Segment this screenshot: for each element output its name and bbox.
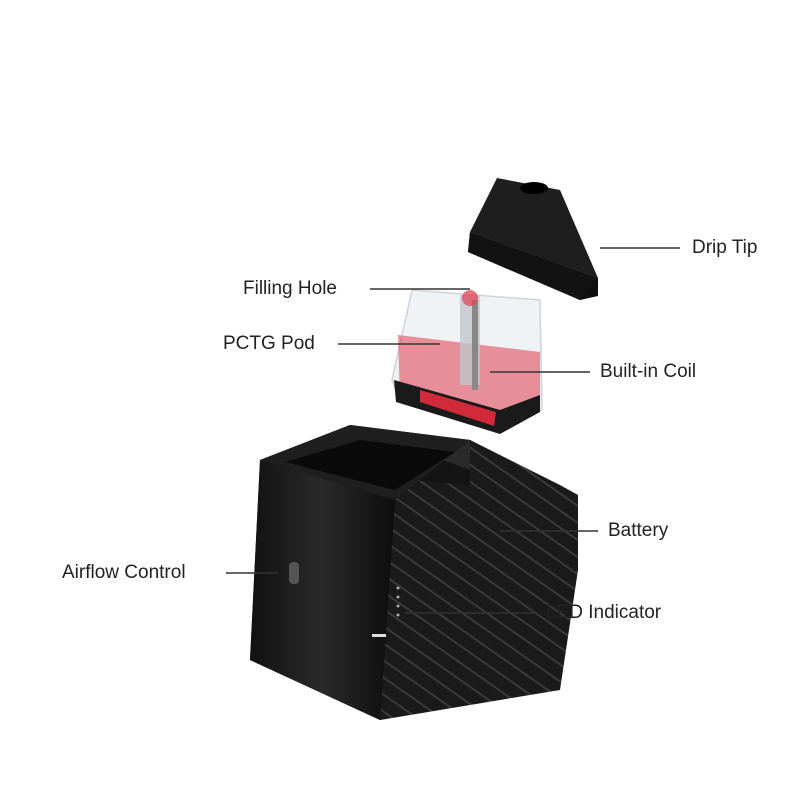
label-built-in-coil: Built-in Coil: [600, 361, 697, 382]
battery-body: [250, 425, 578, 720]
leader-lines: [226, 247, 680, 614]
label-filling-hole: Filling Hole: [243, 278, 337, 299]
label-led-indicator: LED Indicator: [546, 602, 662, 623]
label-drip-tip: Drip Tip: [692, 237, 758, 258]
drip-tip: [468, 178, 598, 300]
label-airflow-control: Airflow Control: [62, 562, 186, 583]
label-battery: Battery: [608, 520, 669, 541]
pctg-pod: [391, 289, 543, 434]
charge-port: [372, 634, 386, 637]
label-pctg-pod: PCTG Pod: [223, 333, 315, 354]
airflow-slider: [289, 562, 299, 584]
